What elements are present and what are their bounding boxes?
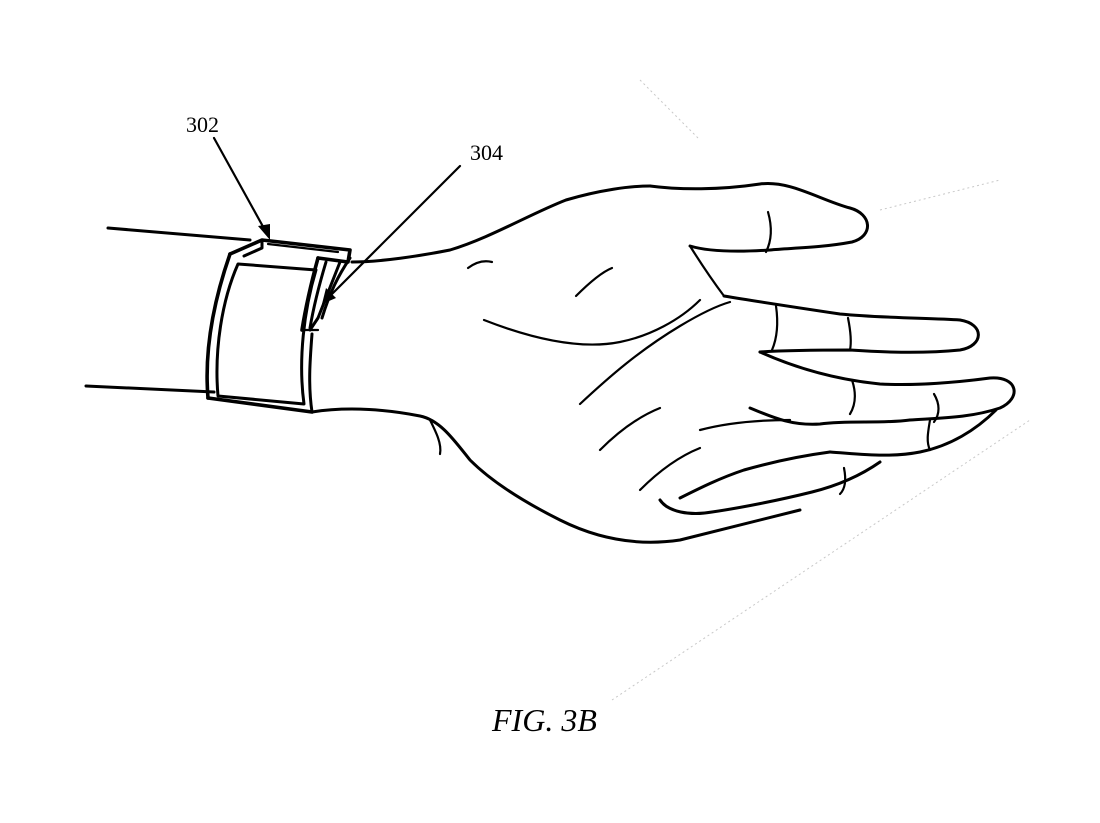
leader-lines <box>212 136 462 304</box>
forearm <box>84 226 252 394</box>
figure-caption: FIG. 3B <box>492 702 597 738</box>
reference-label-304: 304 <box>470 140 503 165</box>
arrowhead-302 <box>258 224 270 240</box>
scan-artifact-lines <box>611 79 1031 701</box>
arrowhead-304 <box>322 288 336 304</box>
reference-label-302: 302 <box>186 112 219 137</box>
hand <box>310 181 1016 544</box>
wristband-302 <box>205 238 352 414</box>
